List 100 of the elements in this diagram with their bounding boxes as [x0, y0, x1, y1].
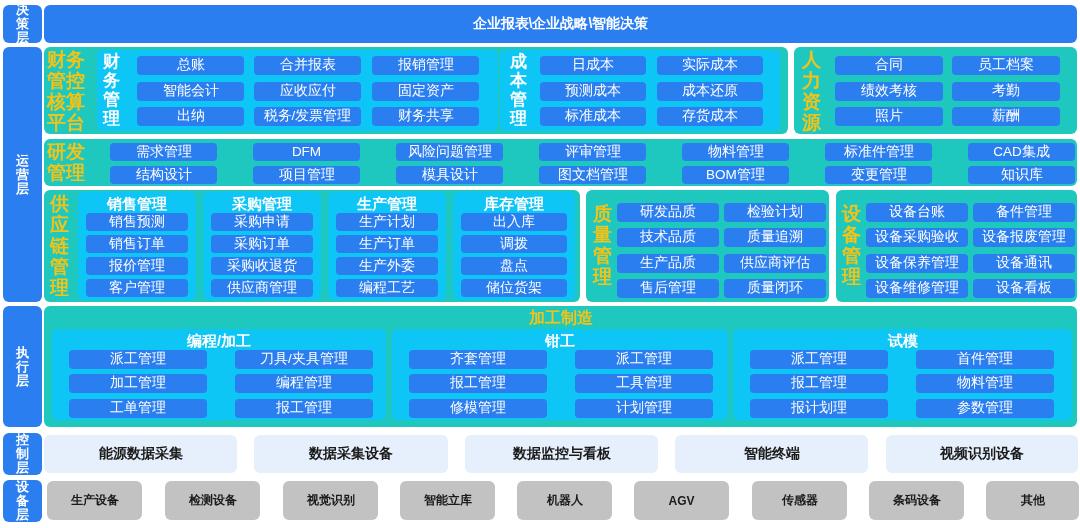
module-item: 生产订单 — [336, 235, 438, 253]
panel-heading: 库存管理 — [483, 194, 545, 214]
module-item: 采购订单 — [211, 235, 313, 253]
module-item: 日成本 — [540, 56, 646, 75]
panel-heading: 编程/加工 — [185, 331, 253, 351]
module-item: 设备保养管理 — [866, 254, 968, 273]
panel-heading: 人力资源 — [800, 49, 822, 133]
module-item: 预测成本 — [540, 82, 646, 101]
module-item: BOM管理 — [682, 166, 789, 184]
module-item: 生产品质 — [617, 254, 719, 273]
panel-heading: 成本管理 — [508, 52, 528, 128]
module-item: 绩效考核 — [835, 82, 943, 101]
module-item: 生产外委 — [336, 257, 438, 275]
module-item: 生产计划 — [336, 213, 438, 231]
panel-heading: 财务管控核算平台 — [46, 49, 86, 133]
device-item: 其他 — [986, 481, 1079, 520]
module-item: 风险问题管理 — [396, 143, 503, 161]
module-item: 参数管理 — [916, 399, 1054, 418]
module-item: DFM — [253, 143, 360, 161]
layer-tab: 控制层 — [3, 433, 42, 475]
module-item: 加工管理 — [69, 374, 207, 393]
module-item: 应收应付 — [254, 82, 361, 101]
module-item: 修模管理 — [409, 399, 547, 418]
submodule-panel — [78, 192, 196, 300]
module-item: 质量闭环 — [724, 279, 826, 298]
layer-tab: 执行层 — [3, 306, 42, 427]
panel-heading: 研发管理 — [46, 141, 86, 183]
module-item: 照片 — [835, 107, 943, 126]
module-item: CAD集成 — [968, 143, 1075, 161]
module-item: 派工管理 — [750, 350, 888, 369]
control-item: 能源数据采集 — [44, 435, 237, 473]
module-item: 备件管理 — [973, 203, 1075, 222]
module-panel — [836, 190, 1077, 302]
module-panel — [44, 47, 788, 134]
module-item: 项目管理 — [253, 166, 360, 184]
module-item: 财务共享 — [372, 107, 479, 126]
control-item: 数据监控与看板 — [465, 435, 658, 473]
module-item: 成本还原 — [657, 82, 763, 101]
module-item: 报计划理 — [750, 399, 888, 418]
module-item: 智能会计 — [137, 82, 244, 101]
device-item: 生产设备 — [47, 481, 142, 520]
module-item: 考勤 — [952, 82, 1060, 101]
module-item: 编程工艺 — [336, 279, 438, 297]
module-panel — [44, 190, 580, 302]
module-item: 工单管理 — [69, 399, 207, 418]
submodule-panel — [392, 329, 728, 420]
panel-heading: 供应链管理 — [48, 193, 70, 298]
layer-tab: 运营层 — [3, 47, 42, 302]
device-item: 智能立库 — [400, 481, 495, 520]
module-panel — [586, 190, 829, 302]
submodule-panel — [203, 192, 321, 300]
module-item: 销售预测 — [86, 213, 188, 231]
module-item: 物料管理 — [916, 374, 1054, 393]
module-item: 储位货架 — [461, 279, 567, 297]
module-item: 设备通讯 — [973, 254, 1075, 273]
module-item: 计划管理 — [575, 399, 713, 418]
module-item: 标准成本 — [540, 107, 646, 126]
module-item: 员工档案 — [952, 56, 1060, 75]
module-item: 变更管理 — [825, 166, 932, 184]
module-item: 设备采购验收 — [866, 228, 968, 247]
panel-heading: 钳工 — [543, 331, 576, 351]
module-item: 采购收退货 — [211, 257, 313, 275]
panel-heading: 采购管理 — [231, 194, 293, 214]
module-item: 知识库 — [968, 166, 1075, 184]
panel-heading: 加工制造 — [527, 308, 594, 328]
module-item: 售后管理 — [617, 279, 719, 298]
module-item: 总账 — [137, 56, 244, 75]
module-item: 齐套管理 — [409, 350, 547, 369]
module-item: 派工管理 — [575, 350, 713, 369]
device-item: 检测设备 — [165, 481, 260, 520]
module-item: 合同 — [835, 56, 943, 75]
panel-heading: 质量管理 — [591, 203, 613, 287]
device-item: 视觉识别 — [283, 481, 378, 520]
module-item: 技术品质 — [617, 228, 719, 247]
module-item: 首件管理 — [916, 350, 1054, 369]
panel-heading: 试模 — [886, 331, 919, 351]
module-item: 税务/发票管理 — [254, 107, 361, 126]
module-item: 图文档管理 — [539, 166, 646, 184]
module-item: 客户管理 — [86, 279, 188, 297]
module-item: 设备维修管理 — [866, 279, 968, 298]
module-item: 存货成本 — [657, 107, 763, 126]
module-item: 合并报表 — [254, 56, 361, 75]
module-panel — [44, 306, 1077, 427]
submodule-panel — [328, 192, 446, 300]
module-item: 研发品质 — [617, 203, 719, 222]
decision-banner: 企业报表\企业战略\智能决策 — [44, 5, 1077, 43]
module-item: 报销管理 — [372, 56, 479, 75]
panel-heading: 生产管理 — [355, 194, 418, 214]
module-item: 需求管理 — [110, 143, 217, 161]
module-item: 报工管理 — [750, 374, 888, 393]
module-item: 采购申请 — [211, 213, 313, 231]
submodule-panel — [52, 329, 386, 420]
module-item: 结构设计 — [110, 166, 217, 184]
module-item: 质量追溯 — [724, 228, 826, 247]
submodule-panel — [97, 50, 498, 131]
submodule-panel — [733, 329, 1072, 420]
module-item: 报价管理 — [86, 257, 188, 275]
module-item: 刀具/夹具管理 — [235, 350, 373, 369]
module-item: 调拨 — [461, 235, 567, 253]
submodule-panel — [453, 192, 575, 300]
